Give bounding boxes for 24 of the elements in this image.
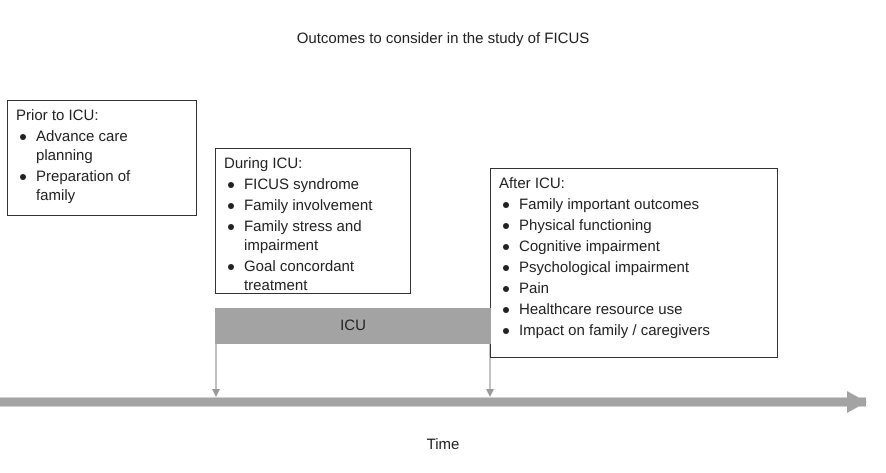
- diagram-title: Outcomes to consider in the study of FICUS: [296, 30, 590, 47]
- bullet-item: Preparation of family: [16, 167, 162, 205]
- bullet-item: FICUS syndrome: [224, 175, 402, 194]
- outcome-box: [215, 148, 411, 294]
- outcome-box: [7, 100, 197, 216]
- bullet-item: Family stress and impairment: [224, 217, 402, 255]
- bullet-item: Physical functioning: [499, 216, 769, 235]
- bullet-item: Psychological impairment: [499, 258, 769, 277]
- box-heading: After ICU:: [499, 174, 566, 193]
- bullet-item: Cognitive impairment: [499, 237, 769, 256]
- arrow: [212, 344, 220, 397]
- bullet-item: Advance care planning: [16, 127, 162, 165]
- bullet-item: Goal concordant treatment: [224, 257, 402, 295]
- axis-label: Time: [426, 436, 460, 453]
- arrow: [486, 344, 494, 397]
- bullet-item: Impact on family / caregivers: [499, 321, 769, 340]
- bullet-item: Healthcare resource use: [499, 300, 769, 319]
- box-heading: Prior to ICU:: [16, 106, 100, 125]
- bullet-item: Family important outcomes: [499, 195, 769, 214]
- box-heading: During ICU:: [224, 154, 304, 173]
- outcome-box: [490, 168, 778, 358]
- bullet-item: Pain: [499, 279, 769, 298]
- bullet-item: Family involvement: [224, 196, 402, 215]
- icu-period-bar: ICU: [215, 308, 491, 344]
